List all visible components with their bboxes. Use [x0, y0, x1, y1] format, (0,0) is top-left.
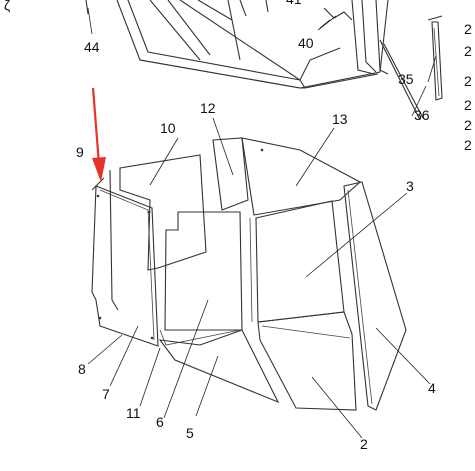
callout-12: 12: [200, 100, 216, 116]
callout-36: 36: [414, 107, 430, 123]
callout-2: 2: [360, 436, 368, 452]
callout-40: 40: [298, 35, 314, 51]
edge-callout: 2: [464, 43, 472, 59]
edge-callout: 2: [464, 97, 472, 113]
edge-callout: 2: [464, 117, 472, 133]
callout-11: 11: [126, 405, 141, 421]
panel-10: [119, 154, 207, 271]
panel-6: [159, 211, 243, 346]
callout-41: 41: [286, 0, 302, 7]
callout-8: 8: [78, 361, 86, 377]
callout-labels: 44 40 41 35 36 12 10 13 9 3 8 7 11 6 5 4…: [76, 0, 436, 452]
edge-callouts: 2 2 2 2 2 2: [464, 21, 472, 153]
callout-6: 6: [156, 414, 164, 430]
cab-frame-assembly: [85, 0, 424, 121]
callout-44: 44: [84, 39, 100, 55]
callout-3: 3: [406, 178, 414, 194]
red-arrow-indicator: [91, 87, 106, 182]
panel-12: [212, 137, 249, 211]
panel-2: [257, 311, 357, 411]
edge-callout: 2: [464, 73, 472, 89]
callout-13: 13: [332, 111, 348, 127]
rail-part-35: [427, 15, 443, 101]
panel-5: [158, 329, 280, 404]
callout-5: 5: [186, 425, 194, 441]
callout-4: 4: [428, 380, 436, 396]
callout-9: 9: [76, 144, 84, 160]
callout-7: 7: [102, 386, 110, 402]
part-9-strip: [91, 169, 119, 311]
corner-glyph: ζ: [4, 0, 10, 13]
leader-lines: [87, 7, 437, 439]
panel-3: [249, 200, 345, 323]
callout-35: 35: [398, 71, 414, 87]
edge-callout: 2: [464, 21, 472, 37]
edge-callout: 2: [464, 137, 472, 153]
panel-13: [241, 137, 361, 216]
panel-7: [91, 185, 159, 347]
callout-10: 10: [160, 120, 176, 136]
panel-4: [343, 181, 407, 411]
